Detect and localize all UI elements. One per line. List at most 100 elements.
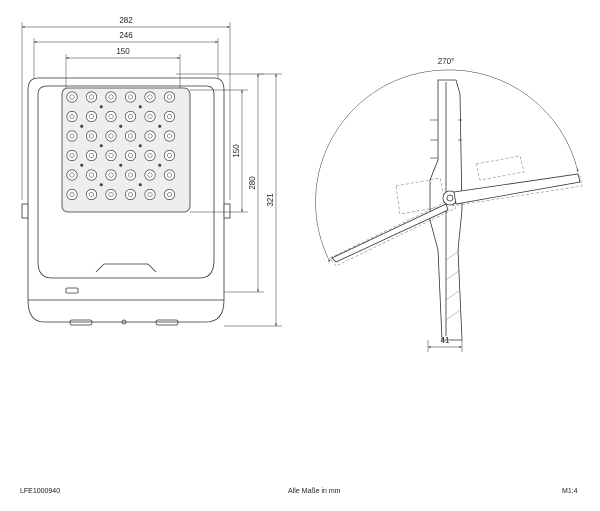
dim-height-body: 280	[248, 176, 257, 190]
led-lens	[164, 91, 176, 103]
led-chip	[69, 192, 75, 197]
led-lens	[164, 130, 176, 142]
led-spacer-dot	[138, 105, 142, 109]
led-chip	[89, 114, 94, 119]
bottom-vent-left	[69, 319, 93, 326]
led-lens	[144, 169, 156, 181]
led-lens	[105, 111, 117, 123]
led-spacer-dot	[99, 105, 103, 109]
dim-depth: 41	[441, 336, 450, 345]
lens-outline	[37, 85, 215, 279]
led-lens	[164, 150, 176, 162]
led-lens	[125, 169, 137, 181]
led-spacer-dot	[80, 124, 84, 128]
led-lens	[66, 169, 78, 181]
led-lens	[144, 111, 156, 123]
led-chip	[89, 153, 94, 158]
led-lens	[66, 189, 78, 201]
bracket-solid-right	[453, 173, 581, 205]
led-lens	[105, 91, 117, 103]
led-chip	[69, 94, 75, 100]
led-lens	[66, 130, 78, 142]
bottom-vent-right	[155, 319, 179, 326]
led-chip	[69, 114, 75, 119]
led-lens	[144, 130, 156, 142]
led-chip	[147, 133, 153, 139]
led-chip	[128, 94, 133, 100]
side-housing	[429, 79, 463, 341]
led-lens	[86, 169, 98, 181]
led-lens	[125, 111, 137, 123]
bottom-hatch	[445, 249, 461, 321]
dim-tilt-angle: 270°	[438, 57, 455, 66]
dim-width-overall: 282	[119, 16, 133, 25]
article-number: LFE1000940	[20, 488, 61, 495]
led-lens	[86, 150, 98, 162]
led-chip	[108, 94, 114, 100]
led-lens	[86, 189, 98, 201]
led-chip	[128, 153, 133, 158]
led-lens	[105, 150, 117, 162]
led-lens	[125, 189, 137, 201]
led-lens	[105, 169, 117, 181]
led-chip	[89, 172, 94, 178]
side-view	[315, 69, 583, 341]
led-chip	[128, 192, 133, 197]
led-chip	[128, 114, 133, 119]
led-chip	[167, 94, 172, 100]
tilted-ghost	[329, 155, 583, 267]
lens-tab	[95, 263, 157, 273]
led-lens	[86, 111, 98, 123]
led-lens	[164, 169, 176, 181]
dim-width-led: 150	[116, 47, 130, 56]
led-lens	[125, 130, 137, 142]
led-lens	[144, 189, 156, 201]
led-spacer-dot	[119, 163, 123, 167]
led-chip	[89, 94, 94, 100]
led-chip	[89, 192, 94, 197]
units-note: Alle Maße in mm	[288, 488, 341, 495]
label-plate	[65, 287, 79, 294]
tilt-arc	[443, 69, 579, 173]
led-chip	[69, 153, 75, 158]
led-spacer-dot	[158, 163, 162, 167]
tilt-arc-left	[315, 69, 445, 263]
bracket-pin-left	[21, 203, 29, 219]
bracket-solid-left	[331, 203, 449, 263]
led-chip	[108, 192, 114, 197]
led-lens	[125, 91, 137, 103]
housing-outline	[27, 77, 225, 323]
led-chip	[167, 153, 172, 158]
led-chip	[108, 153, 114, 158]
led-lens	[164, 189, 176, 201]
led-chip	[167, 133, 172, 139]
led-chip	[167, 114, 172, 119]
front-view	[21, 77, 231, 326]
depth-dimension	[427, 340, 463, 352]
led-spacer-dot	[138, 144, 142, 148]
bracket-pin-right	[223, 203, 231, 219]
led-lens	[66, 150, 78, 162]
led-spacer-dot	[119, 124, 123, 128]
led-chip	[69, 133, 75, 139]
led-chip	[147, 153, 153, 158]
led-grid	[66, 91, 176, 201]
led-lens	[105, 130, 117, 142]
pivot-inner	[446, 194, 454, 202]
led-chip	[108, 172, 114, 178]
led-lens	[144, 150, 156, 162]
led-lens	[125, 150, 137, 162]
led-lens	[144, 91, 156, 103]
led-chip	[128, 133, 133, 139]
led-chip	[69, 172, 75, 178]
heatsink-fins	[430, 119, 462, 159]
led-spacer-dot	[99, 144, 103, 148]
led-lens	[66, 91, 78, 103]
led-chip	[108, 114, 114, 119]
led-chip	[167, 192, 172, 197]
led-lens	[164, 111, 176, 123]
led-chip	[108, 133, 114, 139]
led-chip	[89, 133, 94, 139]
led-chip	[147, 172, 153, 178]
